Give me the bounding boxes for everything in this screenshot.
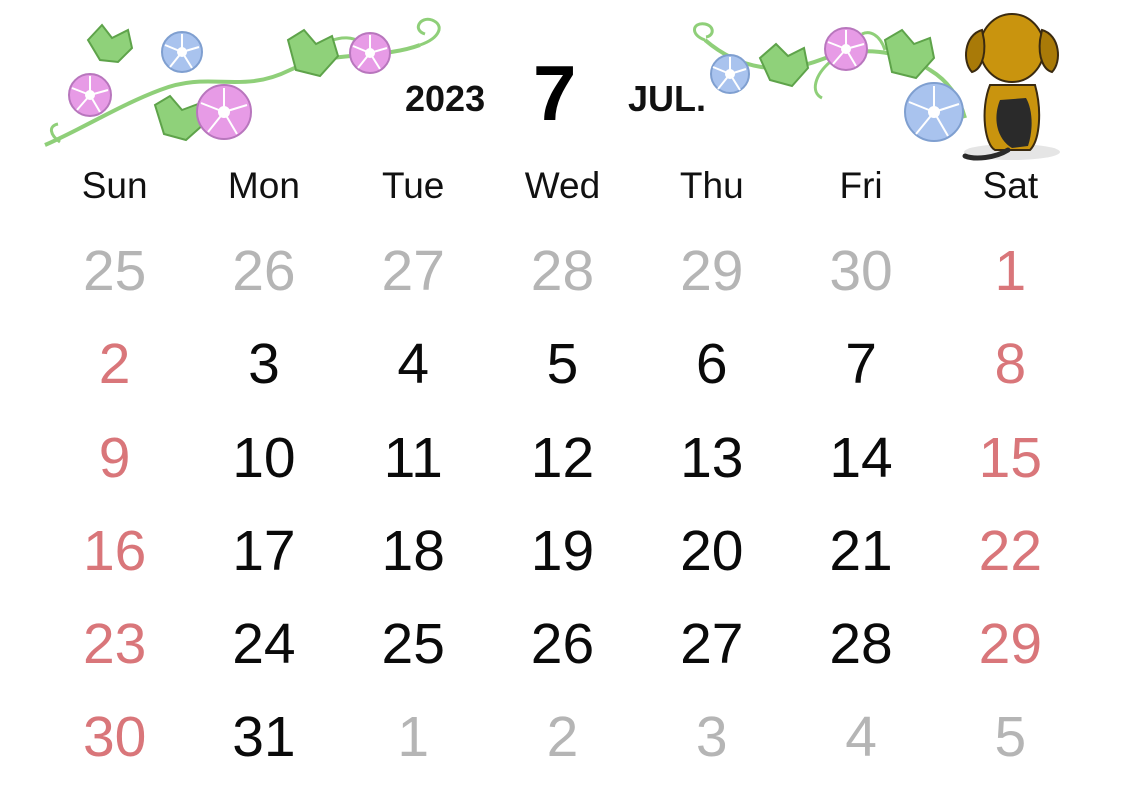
- day-cell: 29: [978, 612, 1043, 677]
- day-cell: 9: [98, 425, 131, 490]
- day-cell: 26: [232, 239, 296, 303]
- month-name: JUL.: [628, 78, 707, 119]
- day-cell: 2: [98, 332, 131, 397]
- day-cell: 6: [695, 332, 728, 397]
- weekday-fri: Fri: [839, 165, 883, 206]
- day-cell: 24: [232, 612, 296, 677]
- day-cell: 30: [82, 705, 147, 770]
- day-cell: 19: [530, 518, 595, 583]
- day-cell: 27: [680, 612, 744, 677]
- day-cell: 13: [680, 425, 744, 490]
- day-cell: 17: [232, 518, 296, 583]
- calendar-grid: 25 26 27 28 29 30 1 2 3 4 5 6 7 8 9 10 1…: [40, 225, 1085, 785]
- day-cell: 5: [546, 332, 579, 397]
- day-cell: 14: [829, 425, 893, 490]
- month-number: 7: [533, 49, 577, 137]
- calendar-title: 2023 7 JUL.: [0, 52, 1123, 142]
- day-cell: 12: [530, 425, 595, 490]
- weekday-header: Sun Mon Tue Wed Thu Fri Sat: [40, 163, 1085, 209]
- day-cell: 8: [994, 332, 1027, 397]
- day-cell: 1: [994, 239, 1027, 303]
- weekday-wed: Wed: [524, 165, 601, 206]
- day-cell: 18: [381, 518, 445, 583]
- day-cell: 21: [829, 518, 893, 583]
- weekday-thu: Thu: [679, 165, 744, 206]
- day-cell: 5: [994, 705, 1027, 770]
- weekday-tue: Tue: [382, 165, 445, 206]
- day-cell: 3: [695, 705, 728, 770]
- day-cell: 3: [248, 332, 280, 397]
- day-cell: 11: [383, 425, 443, 490]
- day-cell: 27: [381, 239, 445, 303]
- day-cell: 31: [232, 705, 296, 770]
- weekday-sun: Sun: [81, 165, 148, 206]
- day-cell: 4: [845, 705, 877, 770]
- day-cell: 20: [680, 518, 744, 583]
- day-cell: 28: [530, 239, 595, 303]
- day-cell: 1: [397, 705, 430, 770]
- day-cell: 26: [530, 612, 595, 677]
- day-cell: 30: [829, 239, 893, 303]
- day-cell: 7: [845, 332, 877, 397]
- weekday-sat: Sat: [982, 165, 1039, 206]
- day-cell: 4: [397, 332, 430, 397]
- day-cell: 16: [82, 518, 147, 583]
- day-cell: 22: [978, 518, 1043, 583]
- day-cell: 29: [680, 239, 744, 303]
- day-cell: 25: [381, 612, 445, 677]
- weekday-mon: Mon: [227, 165, 300, 206]
- year-label: 2023: [405, 78, 486, 119]
- day-cell: 25: [82, 239, 147, 303]
- day-cell: 2: [546, 705, 579, 770]
- day-cell: 10: [232, 425, 296, 490]
- day-cell: 15: [978, 425, 1043, 490]
- day-cell: 23: [82, 612, 147, 677]
- day-cell: 28: [829, 612, 893, 677]
